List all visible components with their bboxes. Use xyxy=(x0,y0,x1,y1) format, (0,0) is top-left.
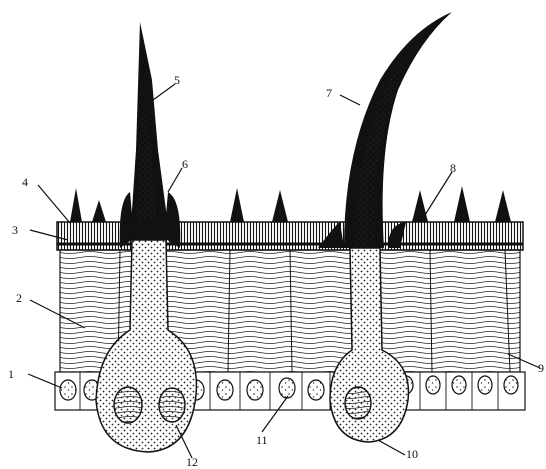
label-4: 4 xyxy=(22,175,28,189)
label-2: 2 xyxy=(16,291,22,305)
label-12: 12 xyxy=(186,455,198,469)
label-7: 7 xyxy=(326,86,332,100)
label-3: 3 xyxy=(12,223,18,237)
label-5: 5 xyxy=(174,73,180,87)
label-10: 10 xyxy=(406,447,418,461)
label-6: 6 xyxy=(182,157,188,171)
label-8: 8 xyxy=(450,161,456,175)
label-9: 9 xyxy=(538,361,544,375)
label-1: 1 xyxy=(8,367,14,381)
label-11: 11 xyxy=(256,433,268,447)
